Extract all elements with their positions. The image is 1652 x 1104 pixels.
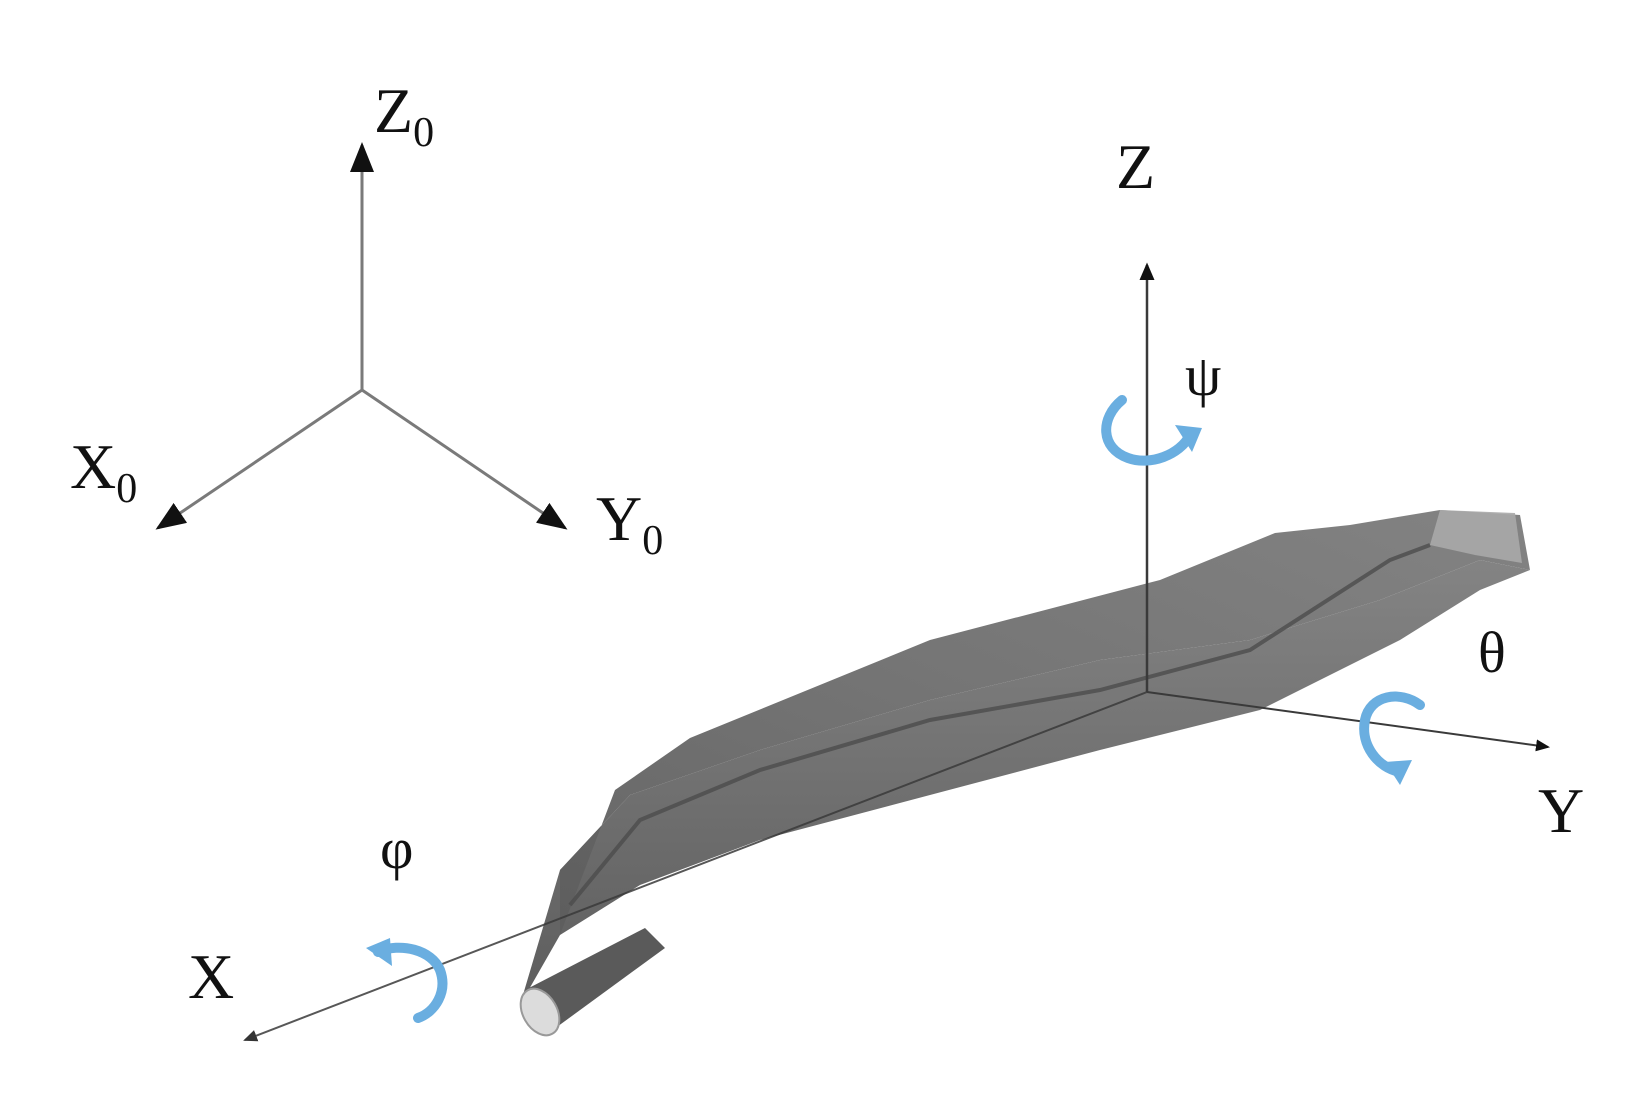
yaw-symbol: ψ <box>1185 343 1221 408</box>
pitch-symbol: θ <box>1478 620 1506 685</box>
world-x-label: X0 <box>70 431 137 512</box>
ship-hull <box>519 510 1530 1037</box>
world-frame: Z0 X0 Y0 <box>70 75 663 564</box>
world-x-axis <box>155 388 363 530</box>
body-z-label: Z <box>1116 131 1155 202</box>
pitch-rotation: θ <box>1359 620 1506 785</box>
hull-bow-cap <box>1430 510 1522 563</box>
roll-rotation-arrow-icon <box>373 942 448 1023</box>
world-z-label: Z0 <box>374 75 434 156</box>
world-y-label: Y0 <box>596 483 663 564</box>
world-y-axis <box>361 388 568 530</box>
world-z-subscript: 0 <box>413 110 434 156</box>
yaw-rotation: ψ <box>1101 343 1221 466</box>
body-x-axis <box>243 691 1148 1042</box>
roll-arrowhead-icon <box>366 938 392 966</box>
hull-stern-cap <box>519 987 561 1037</box>
body-x-label: X <box>188 941 234 1012</box>
roll-symbol: φ <box>380 816 413 881</box>
world-x-subscript: 0 <box>116 466 137 512</box>
yaw-arrowhead-icon <box>1175 425 1202 452</box>
world-y-subscript: 0 <box>642 518 663 564</box>
hull-side-face <box>520 560 1530 1005</box>
roll-rotation: φ <box>366 816 448 1023</box>
pitch-arrowhead-icon <box>1385 760 1412 785</box>
hull-top-face <box>560 510 1530 935</box>
body-frame: Z Y X <box>188 131 1584 1042</box>
body-y-label: Y <box>1538 775 1584 846</box>
hull-deck-ridge <box>568 543 1431 907</box>
yaw-rotation-arrow-icon <box>1101 395 1195 466</box>
pitch-rotation-arrow-icon <box>1359 691 1425 777</box>
body-y-axis <box>1146 691 1550 752</box>
hull-stern-tube <box>525 928 665 1032</box>
